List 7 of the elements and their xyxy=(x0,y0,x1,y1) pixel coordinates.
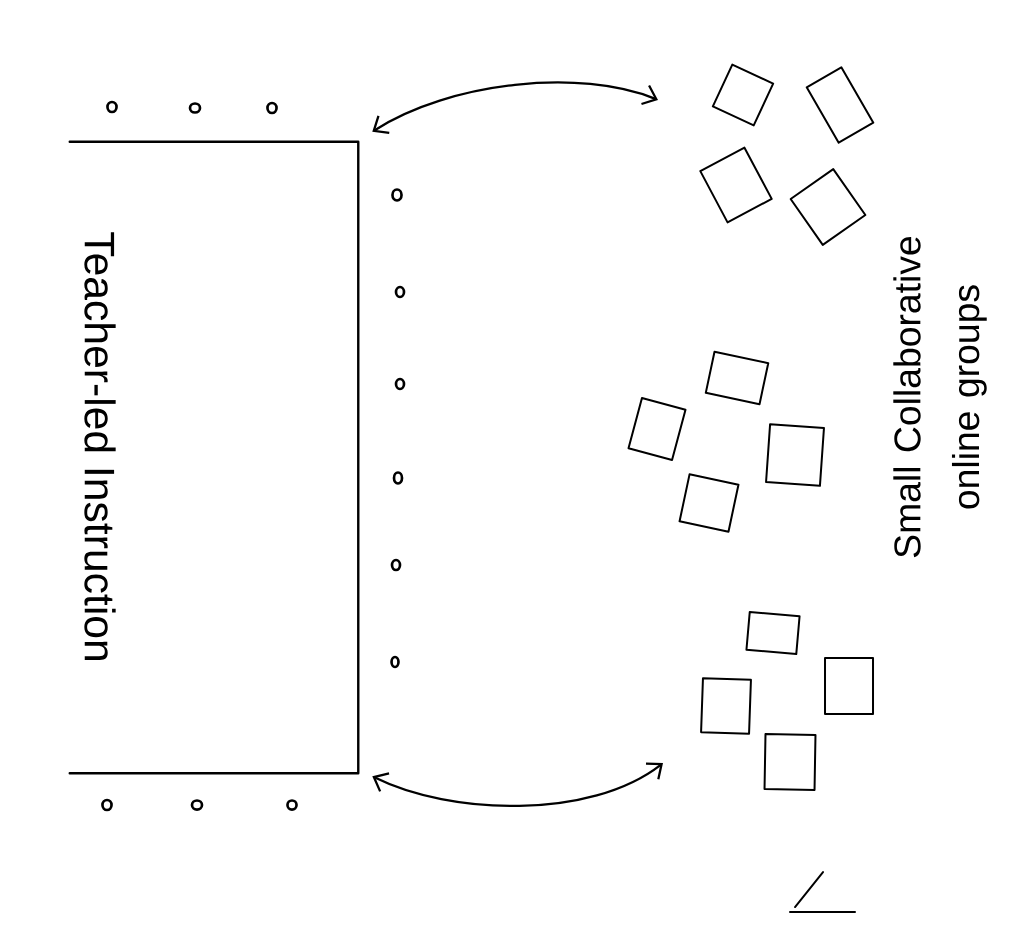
double-arrow xyxy=(372,762,663,808)
instruction-area: Teacher-led Instruction xyxy=(68,140,360,775)
desk-square xyxy=(763,733,817,791)
groups-label: Small Collaborative online groups xyxy=(893,236,987,558)
desk-square xyxy=(700,677,752,735)
double-arrow xyxy=(372,81,658,134)
desk-square xyxy=(824,657,874,715)
